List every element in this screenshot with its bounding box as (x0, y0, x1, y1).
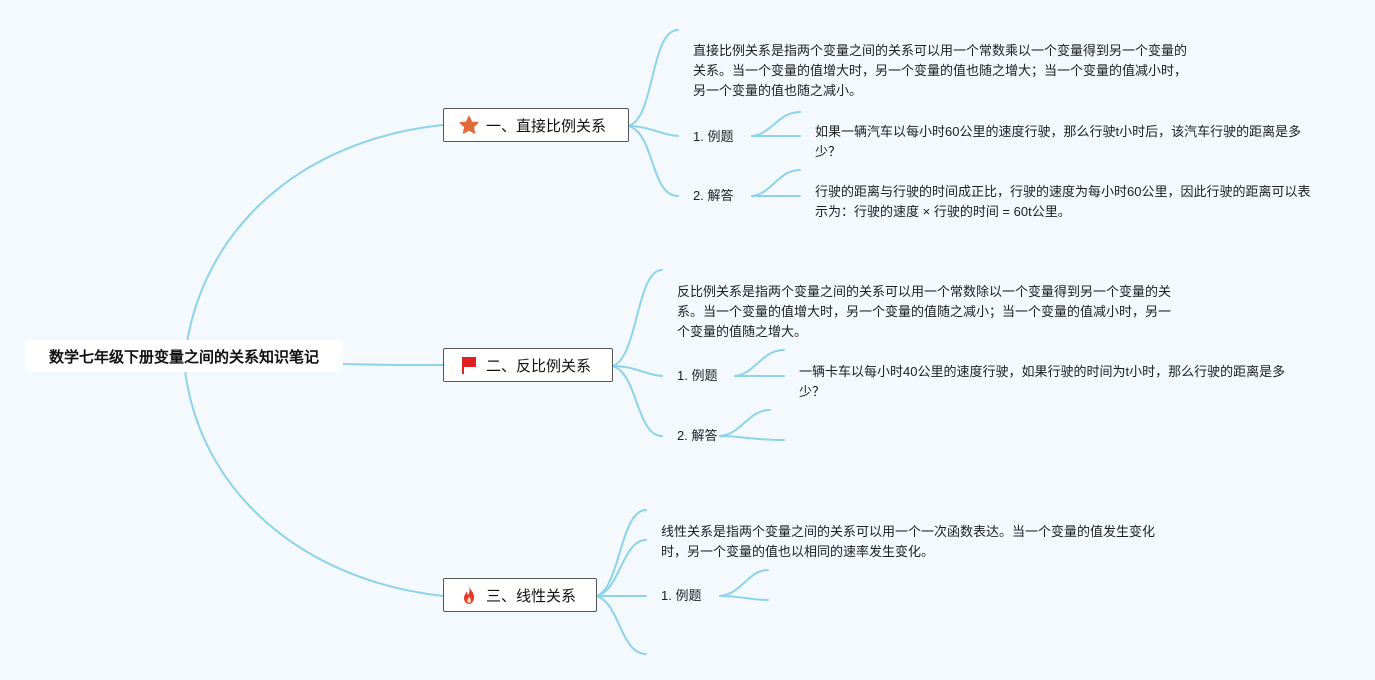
branch-title-1: 一、直接比例关系 (486, 117, 607, 135)
section-2-example-text: 一辆卡车以每小时40公里的速度行驶，如果行驶的时间为t小时，那么行驶的距离是多少… (799, 364, 1286, 399)
connector-b1-definition (627, 29, 679, 127)
star-icon (458, 114, 480, 136)
connector-b1-example (627, 125, 679, 137)
section-1-answer-label[interactable]: 2. 解答 (693, 188, 734, 203)
section-1-answer-text: 行驶的距离与行驶的时间成正比，行驶的速度为每小时60公里，因此行驶的距离可以表示… (815, 184, 1311, 219)
branch-section-3[interactable]: 三、线性关系 (443, 578, 597, 612)
connector-b3-example-sub (719, 569, 769, 597)
fire-icon (458, 584, 480, 606)
flag-icon (458, 354, 480, 376)
section-1-example-text: 如果一辆汽车以每小时60公里的速度行驶，那么行驶t小时后，该汽车行驶的距离是多少… (815, 124, 1302, 159)
branch-section-1[interactable]: 一、直接比例关系 (443, 108, 629, 142)
connector-b2-definition (611, 269, 663, 367)
section-1-example-label[interactable]: 1. 例题 (693, 129, 734, 144)
connector-b2-example-sub (734, 349, 785, 377)
connector-b3-definition (595, 509, 647, 597)
connector-b2-answer-sub (719, 409, 771, 437)
section-3-example-label[interactable]: 1. 例题 (661, 588, 702, 603)
section-2-example-label[interactable]: 1. 例题 (677, 368, 718, 383)
section-3-definition: 线性关系是指两个变量之间的关系可以用一个一次函数表达。当一个变量的值发生变化时，… (661, 524, 1156, 559)
connector-b2-answer (611, 365, 663, 437)
section-1-definition: 直接比例关系是指两个变量之间的关系可以用一个常数乘以一个变量得到另一个变量的关系… (693, 43, 1188, 98)
connector-b1-example-sub (751, 111, 801, 137)
connector-b3-bottom (595, 595, 647, 655)
connector-b3-example-text (719, 595, 769, 601)
connector-b1-answer-sub (751, 169, 801, 197)
connector-b1-answer (627, 125, 679, 197)
connector-b2-example (611, 365, 663, 377)
root-title: 数学七年级下册变量之间的关系知识笔记 (48, 348, 319, 366)
section-2-definition: 反比例关系是指两个变量之间的关系可以用一个常数除以一个变量得到另一个变量的关系。… (677, 284, 1172, 339)
branch-section-2[interactable]: 二、反比例关系 (443, 348, 613, 382)
branch-title-2: 二、反比例关系 (486, 357, 592, 375)
connector-b2-answer-text (719, 435, 785, 441)
branch-title-3: 三、线性关系 (486, 587, 577, 605)
root-topic[interactable]: 数学七年级下册变量之间的关系知识笔记 (25, 340, 343, 372)
connector-root-branch-1 (184, 124, 444, 357)
connector-root-branch-2 (342, 363, 444, 366)
connector-b3-def-mid (595, 539, 647, 597)
section-2-answer-label[interactable]: 2. 解答 (677, 428, 718, 443)
connector-root-branch-3 (184, 369, 444, 597)
